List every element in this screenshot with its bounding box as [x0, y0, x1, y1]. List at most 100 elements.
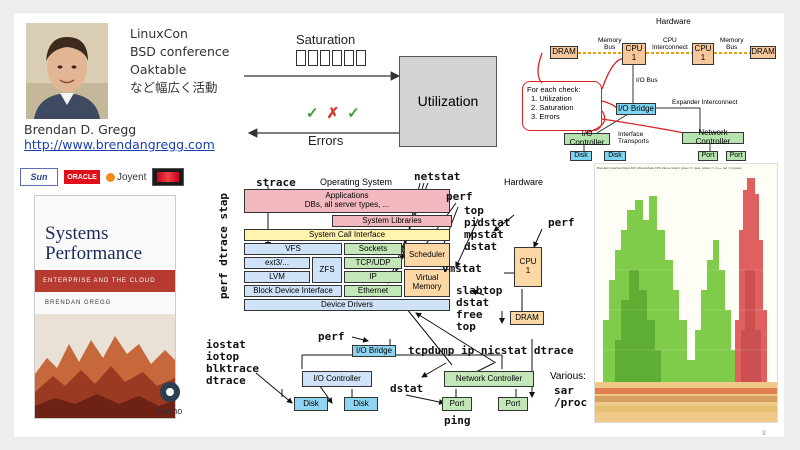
applications-box: Applications DBs, all server types, ... [244, 189, 450, 213]
book-cover: Systems Performance ENTERPRISE AND THE C… [34, 195, 176, 419]
vfs-box: VFS [244, 243, 342, 255]
scheduler-label: Scheduler [408, 249, 446, 259]
lvm-label: LVM [269, 271, 285, 281]
cmd-vmstat: vmstat [442, 262, 482, 275]
bio-line: LinuxCon [130, 26, 188, 41]
port-label: Port [701, 152, 715, 160]
flame-graph-canvas [595, 178, 777, 422]
hw-top-cpu-interconnect: CPU Interconnect [652, 37, 688, 51]
ip-box: IP [344, 271, 402, 283]
os-hw-title: Hardware [504, 177, 544, 187]
os-disk2-box: Disk [344, 397, 378, 411]
hw-top-title: Hardware [656, 17, 691, 26]
cmd-dstat: dstat [390, 382, 424, 395]
joyent-mark-icon [106, 172, 115, 182]
cmd-netstat: netstat [414, 170, 461, 183]
hw-top-cpu2: CPU 1 [692, 43, 714, 65]
check-icon: ✓ [306, 105, 319, 122]
hw-top-disk1: Disk [570, 151, 592, 161]
netflix-logo-icon [152, 168, 185, 186]
os-port2-box: Port [498, 397, 528, 411]
oracle-logo: ORACLE [64, 170, 100, 184]
basho-mark-icon [160, 382, 180, 402]
port-label: Port [505, 398, 521, 408]
os-io-bridge-box: I/O Bridge [352, 345, 396, 357]
vfs-label: VFS [285, 243, 301, 253]
io-bridge-label: I/O Bridge [355, 345, 392, 355]
check-item: 1. Utilization [531, 94, 572, 103]
ethernet-label: Ethernet [357, 285, 389, 295]
ext3-box: ext3/... [244, 257, 310, 269]
basho-logo: basho [150, 381, 190, 421]
joyent-logo-text: Joyent [117, 171, 147, 183]
system-libraries-label: System Libraries [362, 215, 422, 225]
hw-top-io-bus: I/O Bus [636, 77, 658, 84]
io-controller-label: I/O Controller [313, 373, 361, 383]
utilization-label: Utilization [417, 92, 479, 109]
cpu-label: CPU 1 [694, 44, 712, 62]
io-bridge-label: I/O Bridge [617, 103, 654, 113]
sun-logo: Sun [20, 168, 58, 186]
scheduler-box: Scheduler [404, 243, 450, 267]
os-cpu-box: CPU 1 [514, 247, 542, 287]
speaker-url-link[interactable]: http://www.brendangregg.com [24, 137, 215, 152]
cmd-perf-mid: perf [318, 330, 345, 343]
virtual-memory-label: Virtual Memory [412, 273, 442, 291]
bio-line: Oaktable [130, 62, 187, 77]
hw-top-diagram: Hardware DRAM Memory Bus CPU 1 CPU Inter… [514, 15, 776, 161]
cmd-tcpdump-line: tcpdump ip nicstat dtrace [408, 344, 574, 357]
disk-label: Disk [303, 398, 319, 408]
disk-label: Disk [574, 152, 588, 160]
basho-logo-text: basho [157, 406, 183, 416]
check-title: For each check: [527, 85, 581, 94]
system-libraries-box: System Libraries [332, 215, 452, 227]
cmd-strace: strace [256, 176, 296, 189]
ip-label: IP [369, 271, 377, 281]
check-item: 3. Errors [531, 112, 560, 121]
check-item: 2. Saturation [531, 103, 574, 112]
cmd-top-stack: top pidstat mpstat dstat [464, 204, 511, 253]
device-drivers-label: Device Drivers [320, 299, 373, 309]
sockets-box: Sockets [344, 243, 402, 255]
bio-line: など幅広く活動 [130, 80, 218, 95]
errors-label: Errors [308, 133, 344, 148]
os-dram-box: DRAM [510, 311, 544, 325]
disk-label: Disk [353, 398, 369, 408]
hw-top-dram-right: DRAM [750, 46, 776, 59]
book-title: Systems Performance [45, 223, 143, 264]
cmd-io-stack: iostat iotop blktrace dtrace [206, 338, 259, 387]
page-number: 3 [762, 431, 766, 437]
speaker-portrait-icon [26, 23, 108, 119]
bio-lines: LinuxCon BSD conference Oaktable など幅広く活動 [130, 25, 229, 97]
ethernet-box: Ethernet [344, 285, 402, 297]
device-drivers-box: Device Drivers [244, 299, 450, 311]
os-disk1-box: Disk [294, 397, 328, 411]
x-icon: ✗ [326, 105, 340, 122]
hw-top-dram-left: DRAM [550, 46, 578, 59]
hw-top-io-bridge: I/O Bridge [616, 103, 656, 115]
oracle-logo-text: ORACLE [67, 173, 97, 181]
dram-label: DRAM [552, 47, 576, 57]
book-author: BRENDAN GREGG [45, 300, 112, 306]
sun-logo-text: Sun [30, 172, 48, 182]
syscall-interface-box: System Call Interface [244, 229, 450, 241]
os-network-controller-box: Network Controller [444, 371, 534, 387]
block-device-box: Block Device Interface [244, 285, 342, 297]
book-subtitle: ENTERPRISE AND THE CLOUD [43, 278, 156, 284]
utilization-box: Utilization [399, 56, 497, 147]
os-io-controller-box: I/O Controller [302, 371, 372, 387]
virtual-memory-box: Virtual Memory [404, 269, 450, 297]
cpu-label: CPU 1 [625, 44, 643, 62]
saturation-queue [296, 50, 366, 66]
cmd-perf-right: perf [548, 216, 575, 229]
zfs-box: ZFS [312, 257, 342, 283]
network-controller-label: Network Controller [455, 373, 523, 383]
syscall-interface-label: System Call Interface [308, 229, 386, 239]
hw-top-network-controller: Network Controller [682, 128, 744, 146]
use-diagram-arrows [244, 71, 401, 138]
cmd-sar-proc: sar /proc [554, 384, 588, 409]
network-controller-label: Network Controller [695, 128, 731, 146]
joyent-logo: Joyent [106, 172, 146, 183]
speaker-photo [26, 23, 108, 119]
lvm-box: LVM [244, 271, 310, 283]
